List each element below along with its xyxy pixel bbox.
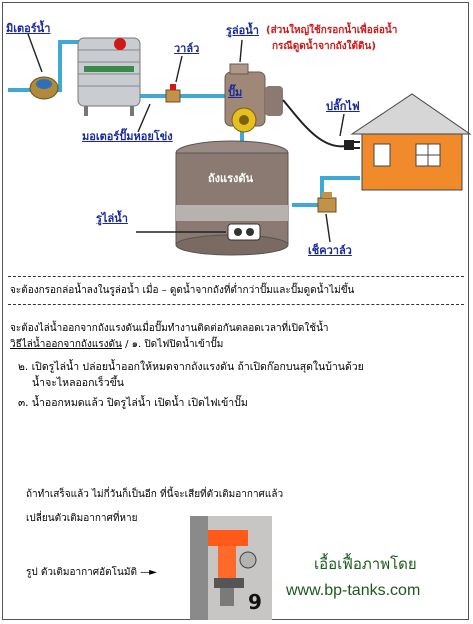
pump-system-diagram: [8, 33, 472, 256]
check-valve-icon: [317, 192, 337, 213]
method-step-3: ๓. น้ำออกหมดแล้ว ปิดรูไล่น้ำ เปิดน้ำ เปิ…: [18, 397, 248, 409]
label-plug: ปลั๊กไฟ: [326, 100, 360, 113]
photo-caption-text: รูป ตัวเติมอากาศอัตโนมัติ: [26, 567, 137, 578]
photo-number: 9: [248, 590, 262, 614]
divider-2: [8, 304, 464, 305]
label-priming-hole: รูล่อน้ำ: [226, 24, 259, 37]
power-cord: [282, 99, 360, 150]
callout-arrows: [27, 33, 345, 243]
label-check-valve: เช็ควาล์ว: [308, 244, 352, 257]
label-valve: วาล์ว: [174, 42, 200, 55]
photo-caption: รูป ตัวเติมอากาศอัตโนมัติ —►: [26, 567, 157, 578]
label-pressure-tank: ถังแรงดัน: [208, 172, 254, 185]
valve-icon: [165, 84, 181, 103]
label-water-meter: มิเตอร์น้ำ: [6, 22, 51, 35]
extra-note-2: เปลี่ยนตัวเติมอากาศที่หาย: [26, 513, 138, 524]
label-pump-motor: มอเตอร์ปั๊มหอยโข่ง: [82, 130, 173, 143]
label-drain-hole: รูไล่น้ำ: [96, 212, 128, 225]
label-priming-note-1: (ส่วนใหญ่ใช้กรอกน้ำเพื่อล่อน้ำ: [266, 25, 398, 36]
pressure-tank-icon: [175, 140, 289, 256]
air-charger-photo: 9: [190, 516, 272, 620]
credit-line-1: เอื้อเฟื้อภาพโดย: [314, 556, 417, 573]
pump-icon: [224, 63, 283, 133]
divider-1: [8, 276, 464, 277]
method-step-2b: น้ำจะไหลออกเร็วขึ้น: [32, 377, 124, 389]
note-drain: จะต้องไล่น้ำออกจากถังแรงดันเมื่อปั๊มทำงา…: [10, 323, 329, 334]
method-line: วิธีไล่น้ำออกจากถังแรงดัน / ๑. ปิดไฟปิดน…: [10, 338, 223, 352]
label-priming-note-2: กรณีดูดน้ำจากถังใต้ดิน): [272, 41, 376, 52]
credit-website[interactable]: www.bp-tanks.com: [286, 582, 421, 599]
extra-note-1: ถ้าทำเสร็จแล้ว ไม่กี่วันก็เป็นอีก ที่นี้…: [26, 489, 284, 500]
method-step-2a: ๒. เปิดรูไล่น้ำ ปล่อยน้ำออกให้หมดจากถังแ…: [18, 361, 364, 373]
method-step-1: / ๑. ปิดไฟปิดน้ำเข้าปั๊ม: [121, 339, 224, 350]
air-charger-illustration: [190, 516, 272, 620]
house-icon: [350, 93, 472, 191]
storage-tank-icon: [77, 37, 141, 116]
label-pump: ปั๊ม: [228, 86, 243, 99]
water-meter-icon: [29, 76, 59, 100]
method-title: วิธีไล่น้ำออกจากถังแรงดัน: [10, 339, 122, 350]
note-priming: จะต้องกรอกล่อน้ำลงในรูล่อน้ำ เมื่อ – ดูด…: [10, 285, 355, 296]
